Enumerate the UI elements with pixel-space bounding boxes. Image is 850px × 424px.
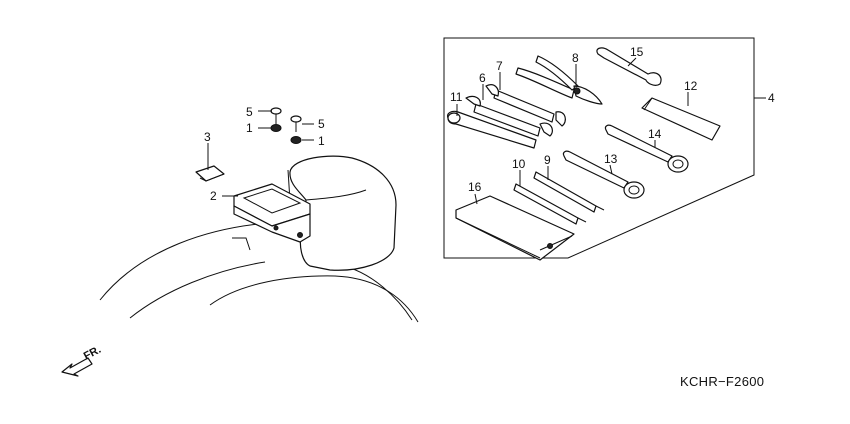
part-rubber-pad: [195, 165, 225, 182]
callout-13: 13: [604, 152, 618, 166]
callout-4: 4: [768, 91, 775, 105]
direction-label: FR.: [82, 344, 103, 363]
callout-5-upper: 5: [246, 105, 253, 119]
callout-11: 11: [450, 90, 463, 104]
part-ring-wrench-13: [562, 150, 645, 199]
front-direction-arrow-icon: FR.: [61, 344, 103, 377]
part-wrench-6: [465, 95, 553, 137]
callout-6: 6: [479, 71, 486, 85]
callout-5-lower: 5: [318, 117, 325, 131]
callout-10: 10: [512, 157, 526, 171]
part-screwdriver-10: [513, 183, 587, 225]
callout-14: 14: [648, 127, 662, 141]
part-wrench-7: [485, 84, 566, 127]
callout-16: 16: [468, 180, 482, 194]
drawing-code: KCHR−F2600: [680, 374, 764, 389]
part-screwdriver-9: [533, 171, 605, 213]
leader-lines: [207, 57, 766, 205]
callout-2: 2: [210, 189, 217, 203]
callout-7: 7: [496, 59, 503, 73]
tool-kit-frame: [443, 37, 755, 259]
part-bolts-grommets: [270, 107, 302, 144]
callout-1-lower: 1: [318, 134, 325, 148]
part-screwdriver-grip: [641, 97, 721, 141]
callout-8: 8: [572, 51, 579, 65]
part-pliers: [515, 55, 603, 105]
callout-9: 9: [544, 153, 551, 167]
callout-15: 15: [630, 45, 644, 59]
part-tool-holder: [233, 183, 311, 243]
part-hook-wrench: [596, 47, 662, 86]
callout-3: 3: [204, 130, 211, 144]
part-tool-bag: [455, 195, 575, 261]
callout-12: 12: [684, 79, 698, 93]
part-ring-wrench: [604, 124, 689, 173]
callout-1-upper: 1: [246, 121, 253, 135]
